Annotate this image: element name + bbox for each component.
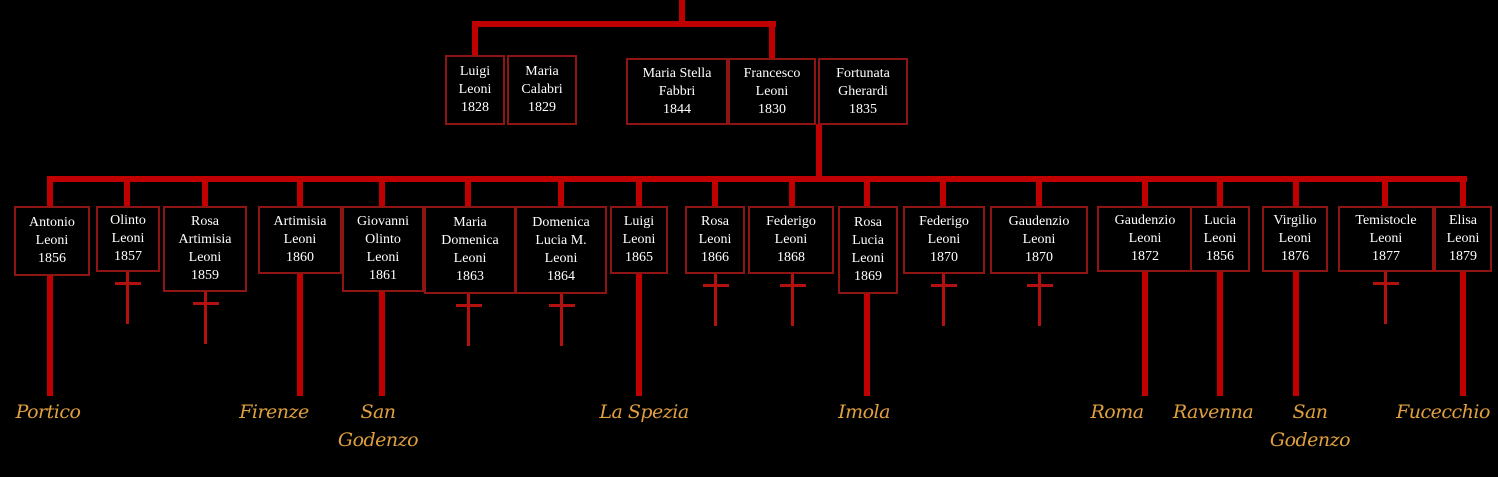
children-stem-line [816,124,822,181]
deceased-cross-icon [467,294,470,346]
child-drop-line [712,180,718,206]
deceased-cross-bar-icon [703,284,729,287]
deceased-cross-icon [204,292,207,344]
child-gaudenzio-leoni-13: Gaudenzio Leoni 1872 [1097,206,1193,272]
child-drop-line [1460,180,1466,206]
child-drop-line [1036,180,1042,206]
emigration-line [1217,272,1223,396]
child-drop-line [47,180,53,206]
child-drop-line [1217,180,1223,206]
deceased-cross-icon [126,272,129,324]
deceased-cross-icon [942,274,945,326]
deceased-cross-icon [560,294,563,346]
child-lucia-leoni-14: Lucia Leoni 1856 [1190,206,1250,272]
child-drop-line [636,180,642,206]
parent-drop-left-line [472,21,478,58]
emigration-line [864,294,870,396]
child-drop-line [124,180,130,206]
deceased-cross-bar-icon [931,284,957,287]
place-label: La Spezia [599,401,689,423]
emigration-line [1460,272,1466,396]
child-drop-line [789,180,795,206]
top-stem-line [679,0,685,24]
place-label: Roma [1090,401,1144,423]
child-drop-line [940,180,946,206]
deceased-cross-bar-icon [193,302,219,305]
emigration-line [636,274,642,396]
child-drop-line [202,180,208,206]
child-drop-line [864,180,870,206]
child-artimisia-leoni-3: Artimisia Leoni 1860 [258,206,342,274]
deceased-cross-icon [1384,272,1387,324]
parent-maria-stella-fabbri: Maria Stella Fabbri 1844 [626,58,728,125]
deceased-cross-bar-icon [115,282,141,285]
child-drop-line [1293,180,1299,206]
child-drop-line [558,180,564,206]
deceased-cross-bar-icon [456,304,482,307]
child-drop-line [379,180,385,206]
parent-luigi-leoni: Luigi Leoni 1828 [445,55,505,125]
child-rosa-leoni-8: Rosa Leoni 1866 [685,206,745,274]
parent-francesco-leoni: Francesco Leoni 1830 [728,58,816,125]
parent-drop-right-line [769,21,775,58]
emigration-line [379,292,385,396]
parent-maria-calabri: Maria Calabri 1829 [507,55,577,125]
place-label: Portico [15,401,81,423]
emigration-line [47,276,53,396]
child-federigo-leoni-11: Federigo Leoni 1870 [903,206,985,274]
child-drop-line [1142,180,1148,206]
place-label: San Godenzo [1269,401,1351,451]
child-antonio-leoni-0: Antonio Leoni 1856 [14,206,90,276]
deceased-cross-icon [714,274,717,326]
child-federigo-leoni-9: Federigo Leoni 1868 [748,206,834,274]
child-giovanni-olinto-leoni-4: Giovanni Olinto Leoni 1861 [342,206,424,292]
child-gaudenzio-leoni-12: Gaudenzio Leoni 1870 [990,206,1088,274]
place-label: Firenze [239,401,309,423]
child-olinto-leoni-1: Olinto Leoni 1857 [96,206,160,272]
deceased-cross-bar-icon [1373,282,1399,285]
deceased-cross-bar-icon [1027,284,1053,287]
child-temistocle-leoni-16: Temistocle Leoni 1877 [1338,206,1434,272]
child-drop-line [1382,180,1388,206]
child-rosa-lucia-leoni-10: Rosa Lucia Leoni 1869 [838,206,898,294]
child-drop-line [465,180,471,206]
parent-fortunata-gherardi: Fortunata Gherardi 1835 [818,58,908,125]
parents-bar-line [472,21,776,27]
child-drop-line [297,180,303,206]
child-rosa-artimisia-leoni-2: Rosa Artimisia Leoni 1859 [163,206,247,292]
place-label: Fucecchio [1396,401,1490,423]
children-bar-line [47,176,1467,182]
emigration-line [297,274,303,396]
child-elisa-leoni-17: Elisa Leoni 1879 [1434,206,1492,272]
child-maria-domenica-leoni-5: Maria Domenica Leoni 1863 [424,206,516,294]
deceased-cross-icon [791,274,794,326]
deceased-cross-icon [1038,274,1041,326]
place-label: San Godenzo [337,401,419,451]
child-luigi-leoni-7: Luigi Leoni 1865 [610,206,668,274]
place-label: Ravenna [1172,401,1254,423]
place-label: Imola [838,401,890,423]
child-virgilio-leoni-15: Virgilio Leoni 1876 [1262,206,1328,272]
child-domenica-lucia-m-leoni-6: Domenica Lucia M. Leoni 1864 [515,206,607,294]
deceased-cross-bar-icon [780,284,806,287]
deceased-cross-bar-icon [549,304,575,307]
emigration-line [1142,272,1148,396]
emigration-line [1293,272,1299,396]
